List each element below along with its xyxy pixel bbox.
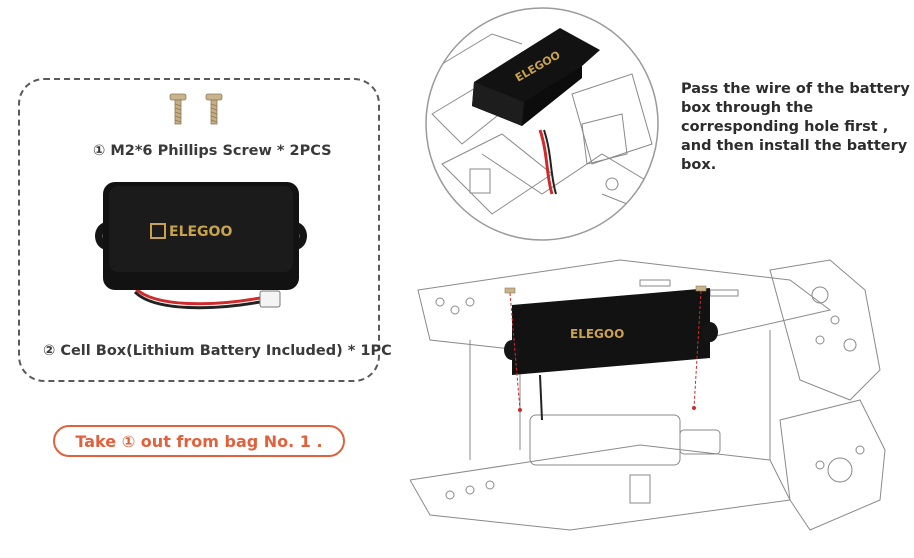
screws-illustration [169,93,223,125]
phillips-screw-1 [169,93,187,125]
chassis-assembly-illustration: ELEGOO [410,259,886,531]
bag-instruction-text: Take ① out from bag No. 1 . [75,431,323,451]
screw-guide-left [504,287,522,412]
phillips-screw-2 [205,93,223,125]
battery-part-label: ② Cell Box(Lithium Battery Included) * 1… [43,343,392,359]
screw-part-label: ① M2*6 Phillips Screw * 2PCS [93,143,332,159]
assembly-instruction-text: Pass the wire of the battery box through… [681,81,910,173]
parts-list-panel [18,78,380,382]
elegoo-logo: ELEGOO [169,224,232,240]
svg-text:ELEGOO: ELEGOO [570,327,624,341]
battery-box-illustration: ELEGOO [95,182,307,310]
bag-instruction-badge: Take ① out from bag No. 1 . [53,425,345,457]
zoom-detail-circle: ELEGOO [425,7,659,241]
screw-guide-right [692,285,707,410]
